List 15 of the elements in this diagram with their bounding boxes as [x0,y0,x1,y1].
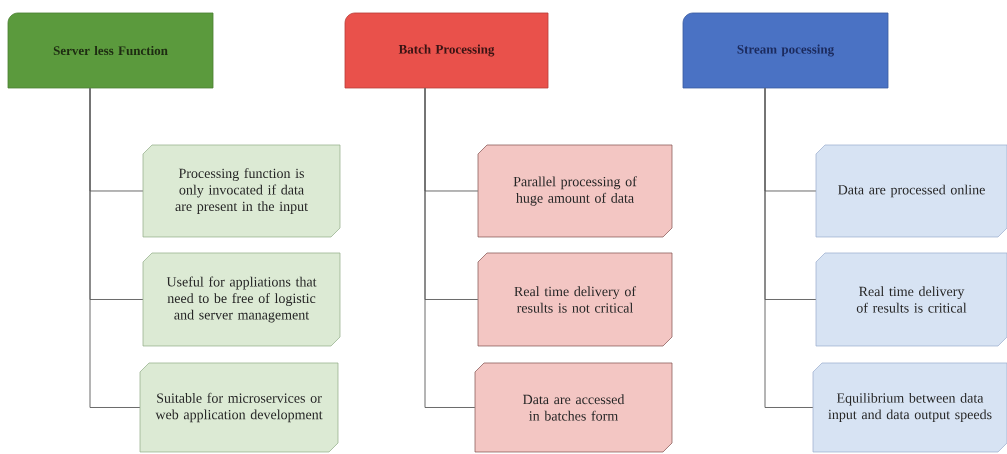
connector-line [764,87,814,408]
connector-line [424,87,476,408]
item-box: Processing function is only invocated if data are present in the input [142,144,341,238]
header-box: Stream pocessing [682,12,889,89]
header-box: Server less Function [7,12,214,89]
item-box: Data are accessed in batches form [474,362,673,453]
item-box: Data are processed online [815,144,1007,238]
item-box: Real time delivery of results is not critical [477,252,673,347]
header-box: Batch Processing [344,12,549,89]
item-box: Useful for appliations that need to be free of logistic and server management [142,252,341,347]
item-box: Real time delivery of results is critical [815,252,1007,347]
item-box: Parallel processing of huge amount of data [477,144,673,238]
connector-line [89,87,141,408]
item-box: Suitable for microservices or web application development [139,362,339,453]
item-box: Equilibrium between data input and data output speeds [812,362,1007,453]
